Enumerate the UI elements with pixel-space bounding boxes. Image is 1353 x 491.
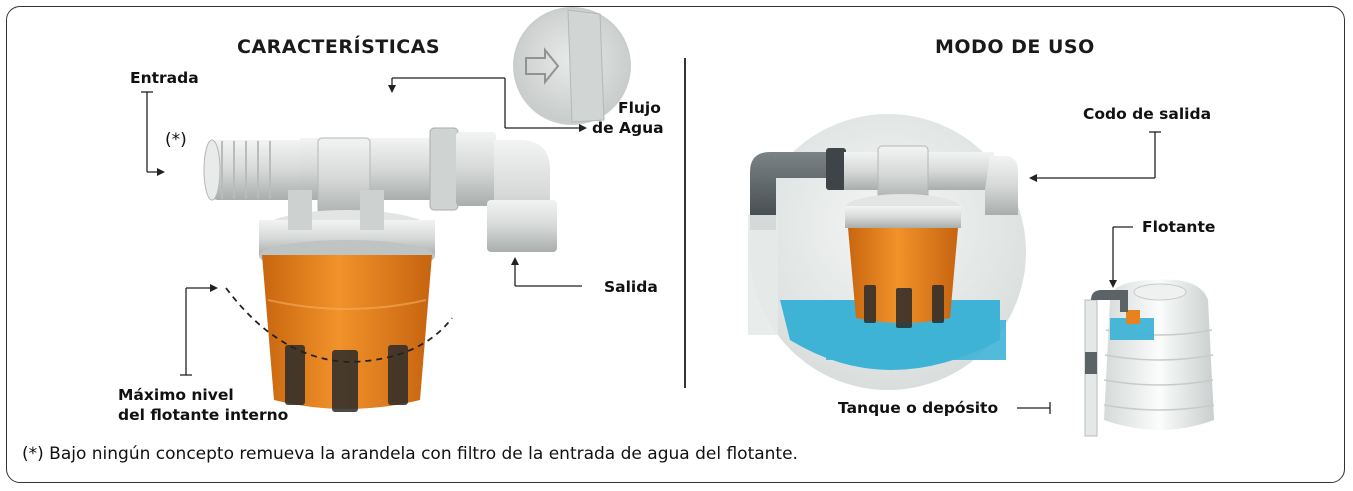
usage-title: MODO DE USO [935, 36, 1095, 58]
water-tank-image [1084, 279, 1215, 437]
float-label: Flotante [1142, 218, 1216, 236]
flow-label-line2: de Agua [592, 119, 664, 137]
panel-frame [6, 6, 1345, 483]
inlet-label: Entrada [130, 69, 199, 87]
installed-valve-scene [748, 114, 1026, 390]
max-level-label-line2: del flotante interno [118, 406, 289, 424]
tank-label: Tanque o depósito [838, 399, 999, 417]
section-divider [684, 58, 686, 388]
flow-label-line1: Flujo [618, 99, 661, 117]
max-level-label-line1: Máximo nivel [118, 386, 234, 404]
footnote: (*) Bajo ningún concepto remueva la aran… [22, 444, 798, 464]
left-arrowheads [157, 85, 587, 292]
float-valve-image [203, 127, 557, 412]
right-arrowheads [1029, 174, 1117, 288]
elbow-label: Codo de salida [1083, 105, 1212, 123]
characteristics-title: CARACTERÍSTICAS [237, 36, 441, 58]
outlet-label: Salida [604, 278, 658, 296]
right-leader-lines [1017, 131, 1161, 414]
flow-detail-magnifier [513, 7, 631, 125]
inlet-note-marker: (*) [165, 130, 187, 150]
